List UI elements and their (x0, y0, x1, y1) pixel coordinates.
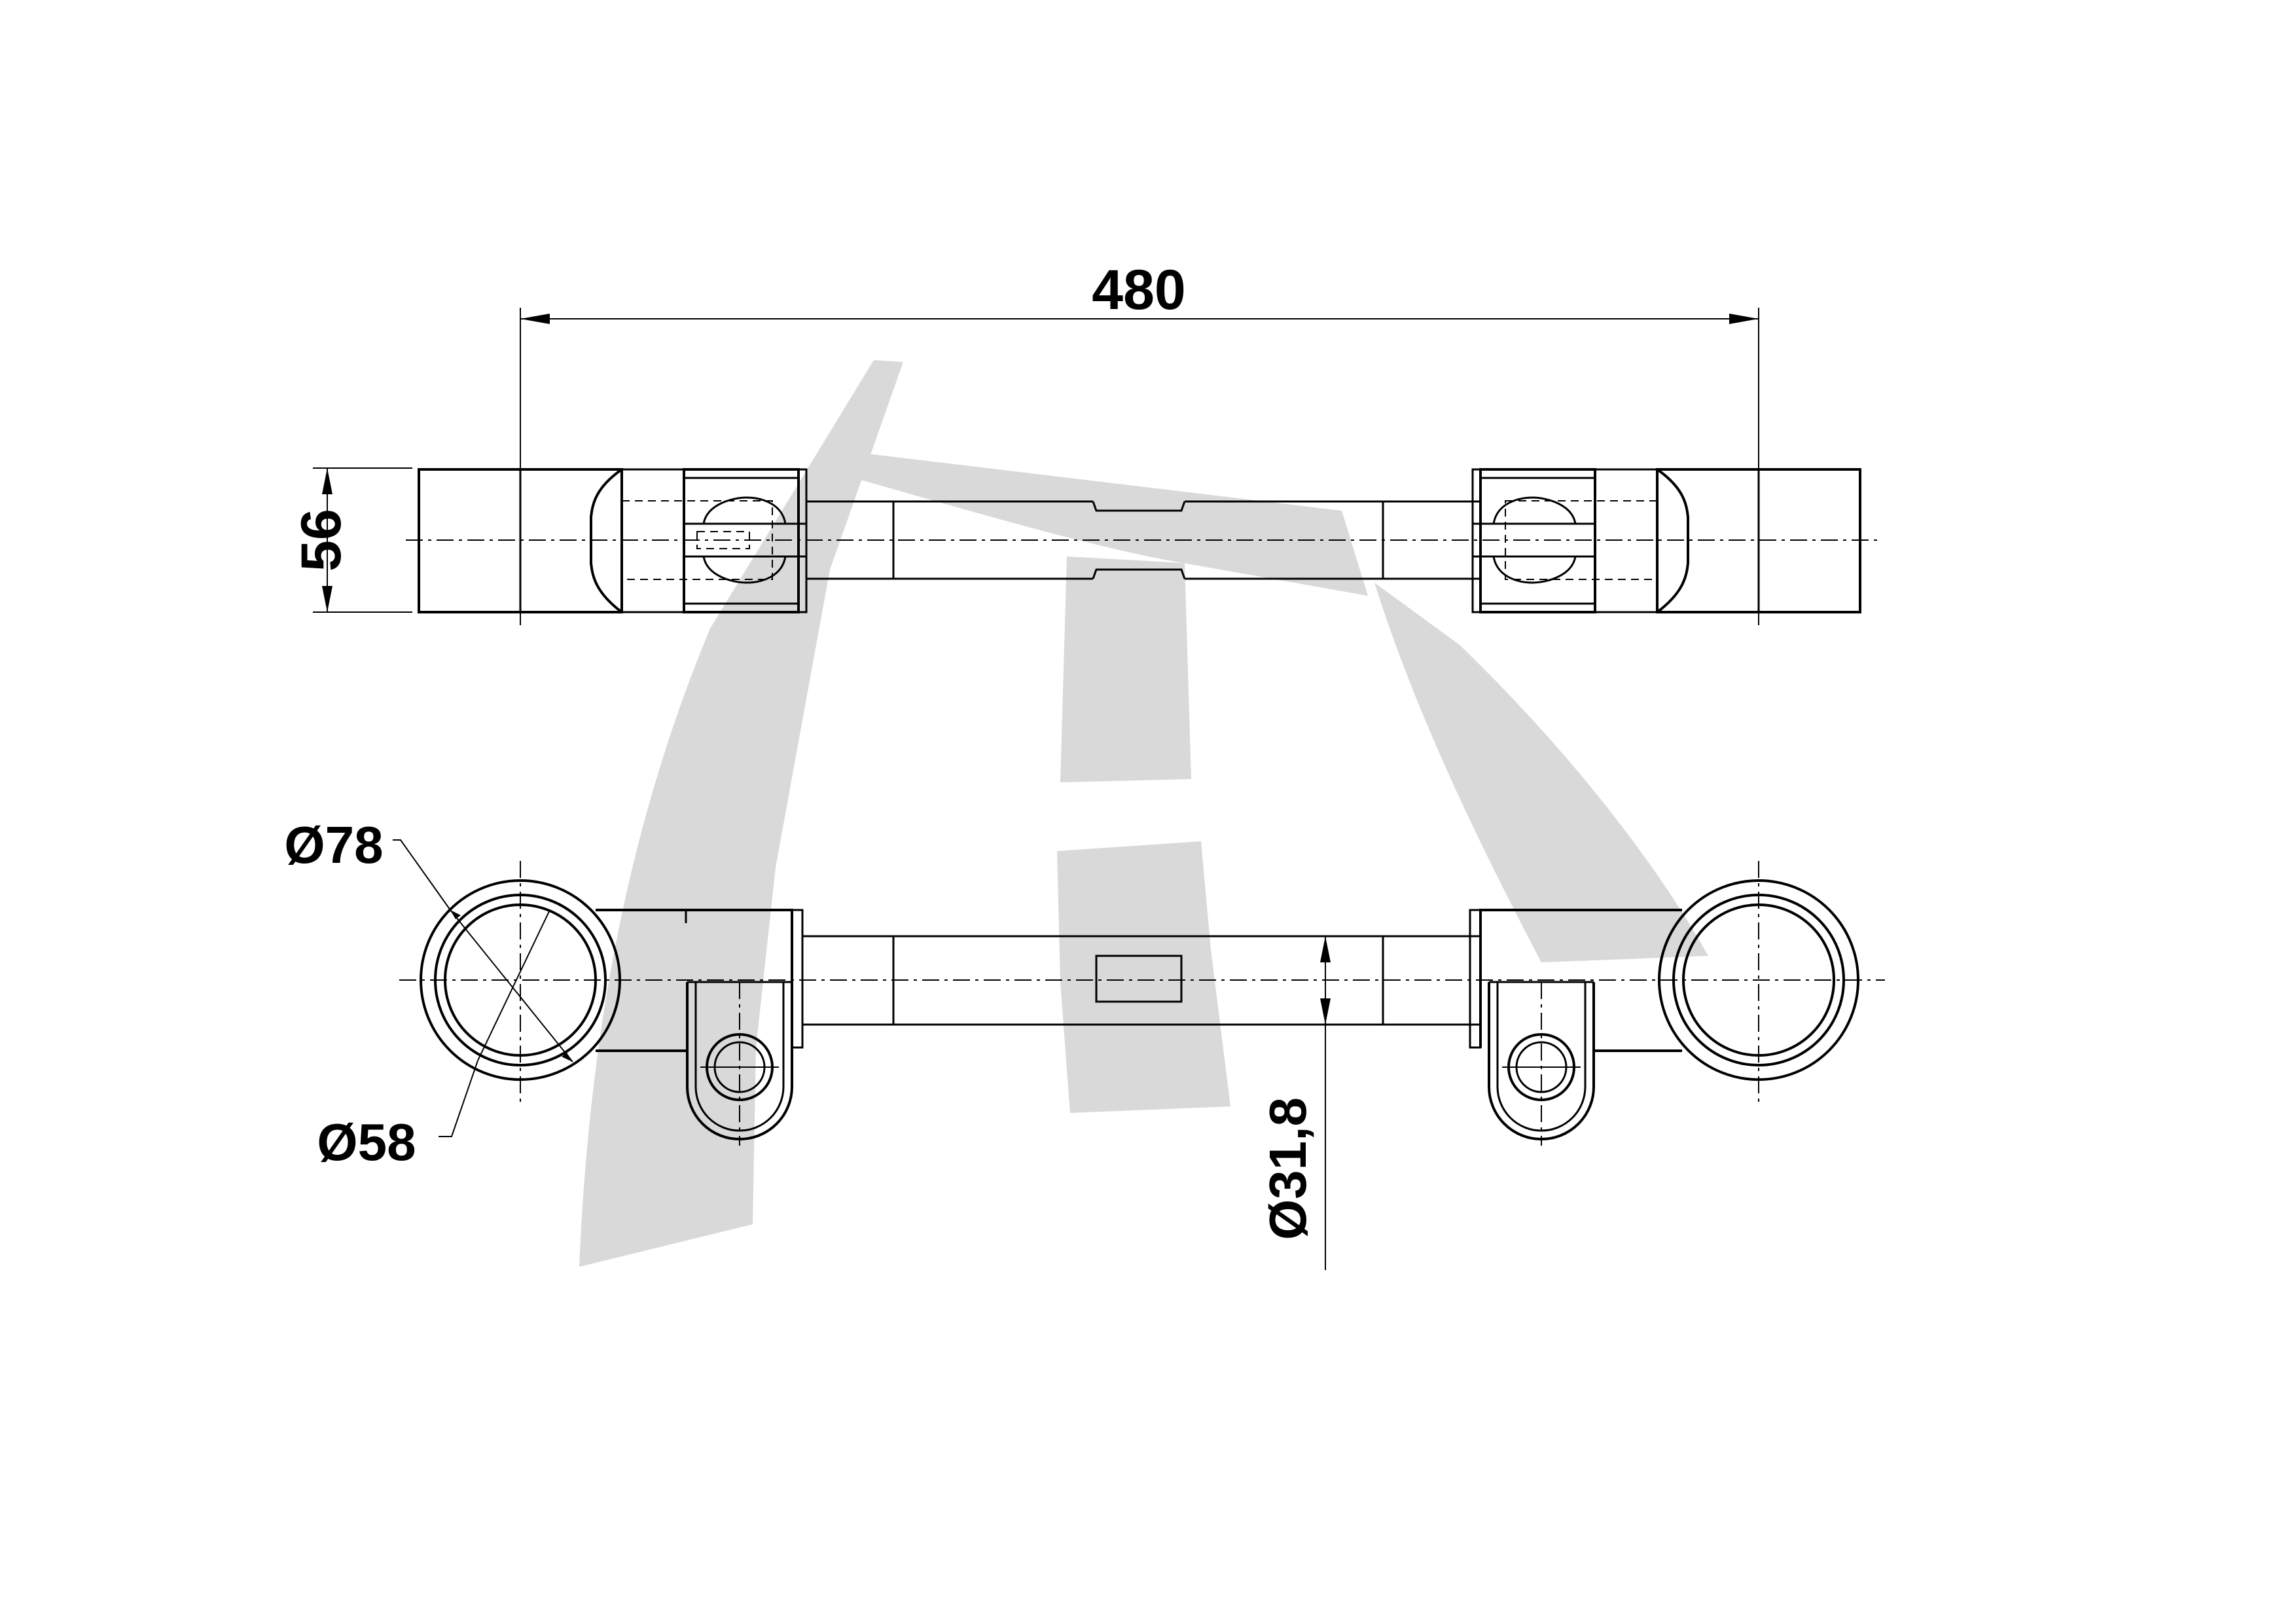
top-view: 480 56 (290, 259, 1878, 625)
tube-diameter-label: Ø31,8 (1259, 1097, 1317, 1240)
length-dimension-label: 480 (1092, 259, 1186, 321)
front-view: Ø78 Ø58 Ø31,8 (284, 816, 1885, 1270)
outer-diameter-label: Ø78 (284, 816, 383, 874)
inner-diameter-label: Ø58 (317, 1113, 416, 1171)
watermark-logo (579, 360, 1708, 1267)
height-dimension-label: 56 (290, 509, 353, 572)
